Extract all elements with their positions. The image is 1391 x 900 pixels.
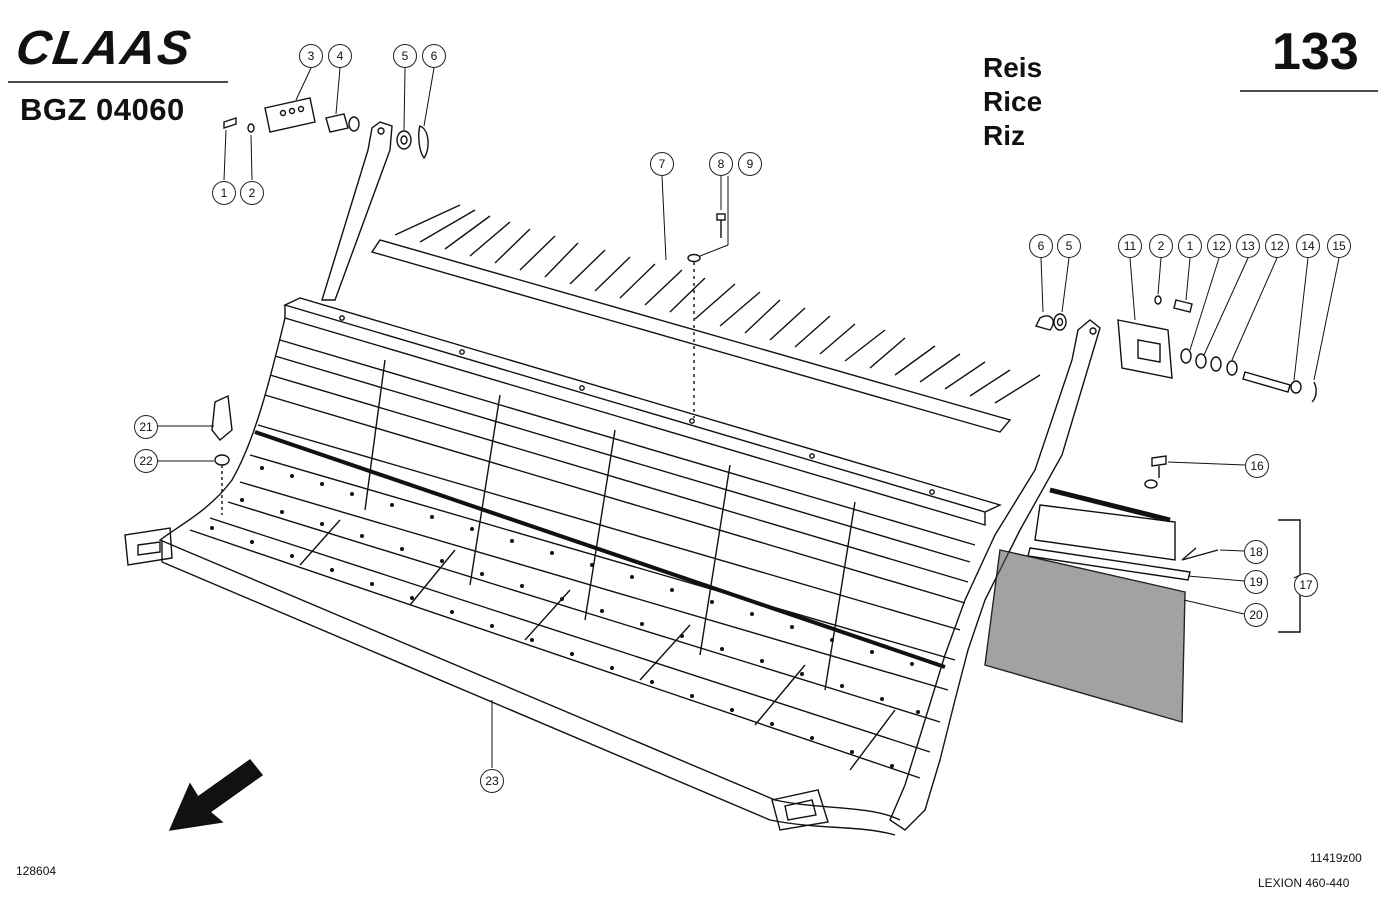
callout-15[interactable]: 15 [1327,234,1351,258]
callout-7[interactable]: 7 [650,152,674,176]
drawing-reference: 11419z00 [1310,851,1362,865]
grate-holes [210,466,920,768]
callout-12[interactable]: 12 [1207,234,1231,258]
lever-and-nut-21-22 [211,394,233,515]
callout-2[interactable]: 2 [240,181,264,205]
crop-label-french: Riz [983,120,1025,151]
callout-3[interactable]: 3 [299,44,323,68]
group-code: BGZ 04060 [20,92,185,127]
callout-5-right[interactable]: 5 [1057,234,1081,258]
callout-2-right[interactable]: 2 [1149,234,1173,258]
crop-label-english: Rice [983,86,1043,117]
hardware-top-right [1034,295,1317,403]
callout-6[interactable]: 6 [422,44,446,68]
page-number: 133 [1272,23,1359,81]
callout-9[interactable]: 9 [738,152,762,176]
leader-lines [158,67,1340,768]
crop-label-german: Reis [983,52,1043,83]
textured-mat-20 [985,550,1185,722]
direction-arrow [168,759,264,831]
callout-23[interactable]: 23 [480,769,504,793]
callout-19[interactable]: 19 [1244,570,1268,594]
callout-18[interactable]: 18 [1244,540,1268,564]
callout-13[interactable]: 13 [1236,234,1260,258]
callout-16[interactable]: 16 [1245,454,1269,478]
hardware-top-left [223,97,429,160]
callout-11[interactable]: 11 [1118,234,1142,258]
callout-22[interactable]: 22 [134,449,158,473]
left-side-arm [321,121,393,301]
callout-21[interactable]: 21 [134,415,158,439]
machine-model: LEXION 460-440 [1258,876,1350,890]
comb-strip-7 [370,204,1041,433]
concave-grate-23 [124,317,976,836]
image-reference: 128604 [16,864,57,878]
top-bar [283,297,1002,526]
bolt-and-washer-8-9 [687,213,726,418]
claas-logo: CLAAS [13,21,196,75]
right-side-arm [889,319,1101,831]
callout-6-right[interactable]: 6 [1029,234,1053,258]
callout-14[interactable]: 14 [1296,234,1320,258]
callout-20[interactable]: 20 [1244,603,1268,627]
callout-1[interactable]: 1 [212,181,236,205]
callout-8[interactable]: 8 [709,152,733,176]
callout-17[interactable]: 17 [1294,573,1318,597]
callout-5[interactable]: 5 [393,44,417,68]
callout-4[interactable]: 4 [328,44,352,68]
callout-1-right[interactable]: 1 [1178,234,1202,258]
callout-12-second[interactable]: 12 [1265,234,1289,258]
svg-text:CLAAS: CLAAS [13,21,196,75]
